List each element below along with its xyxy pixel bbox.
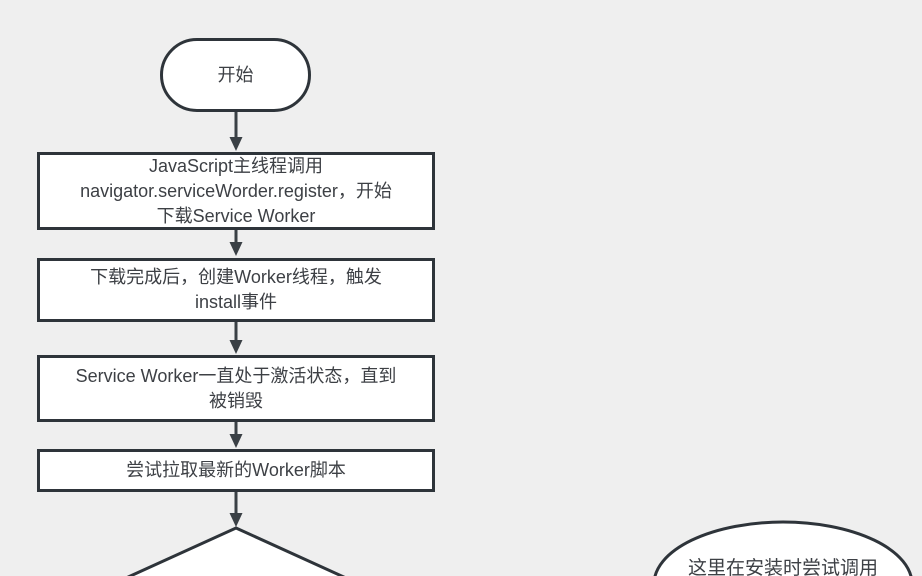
arrowhead-install-to-active xyxy=(229,340,243,354)
node-install-label: 下载完成后，创建Worker线程，触发 install事件 xyxy=(90,267,382,312)
node-install: 下载完成后，创建Worker线程，触发 install事件 xyxy=(37,258,435,322)
node-fetch-latest: 尝试拉取最新的Worker脚本 xyxy=(37,449,435,492)
node-register: JavaScript主线程调用 navigator.serviceWorder.… xyxy=(37,152,435,230)
node-active-label: Service Worker一直处于激活状态，直到 被销毁 xyxy=(75,365,397,411)
node-start: 开始 xyxy=(160,38,311,112)
arrowhead-fetch-to-decision xyxy=(229,513,243,527)
arrowhead-register-to-install xyxy=(229,242,243,256)
note-ellipse-label: 这里在安装时尝试调用 xyxy=(687,558,878,576)
node-active: Service Worker一直处于激活状态，直到 被销毁 xyxy=(37,355,435,422)
decision-diamond xyxy=(126,526,346,576)
arrowhead-active-to-fetch xyxy=(229,434,243,448)
node-fetch-latest-label: 尝试拉取最新的Worker脚本 xyxy=(126,460,346,480)
note-ellipse xyxy=(653,520,913,576)
arrowhead-start-to-register xyxy=(229,137,243,151)
node-start-label: 开始 xyxy=(217,64,254,85)
node-register-label: JavaScript主线程调用 navigator.serviceWorder.… xyxy=(80,155,392,226)
